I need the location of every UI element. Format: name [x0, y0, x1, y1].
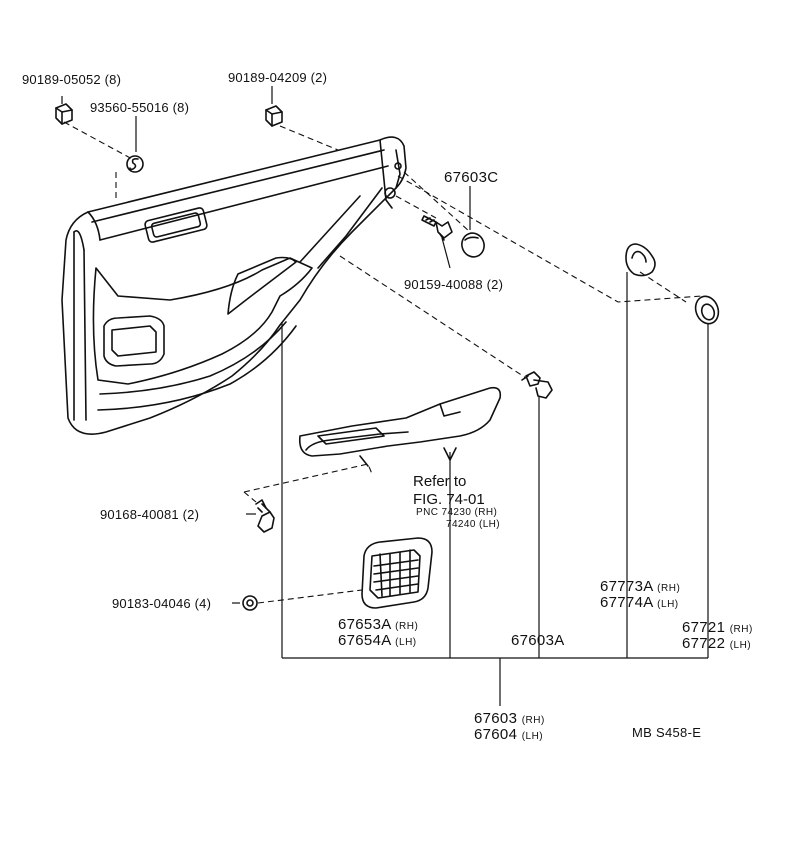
label-67722: 67722 (LH) [682, 635, 752, 652]
reference-line2: FIG. 74-01 [413, 491, 485, 508]
reference-line1: Refer to [413, 473, 467, 490]
reference-pnc-line1: PNC 74230 (RH) [416, 507, 498, 518]
side-rh: (RH) [521, 715, 545, 726]
speaker-pocket-67653a [361, 537, 433, 609]
label-93560-55016: 93560-55016 (8) [90, 100, 190, 115]
label-67654a: 67654A (LH) [338, 632, 417, 649]
label-67774a: 67774A (LH) [600, 594, 679, 611]
label-67604: 67604 (LH) [474, 726, 544, 743]
label-67721: 67721 (RH) [682, 619, 753, 636]
solid-leaders [61, 86, 709, 706]
seal-67721-icon [694, 295, 720, 325]
nut-90183-04046-icon [242, 595, 258, 611]
label-67603c: 67603C [444, 169, 499, 186]
armrest-74230-74240 [298, 386, 502, 467]
label-90168-40081: 90168-40081 (2) [100, 507, 200, 522]
side-rh: (RH) [395, 621, 419, 632]
washer-93560-55016-icon [126, 155, 144, 173]
door-trim-panel [61, 136, 407, 435]
reference-pnc-line2: 74240 (LH) [446, 519, 501, 530]
diagram-code: MB S458-E [632, 725, 702, 740]
dashed-leaders [63, 121, 703, 604]
label-90189-04209: 90189-04209 (2) [228, 70, 328, 85]
label-67653a: 67653A (RH) [338, 616, 419, 633]
side-lh: (LH) [729, 640, 752, 651]
side-rh: (RH) [729, 624, 753, 635]
screw-90159-40088-icon [421, 215, 453, 241]
cap-67603c-icon [461, 232, 485, 258]
side-rh: (RH) [657, 583, 681, 594]
side-lh: (LH) [657, 599, 679, 610]
side-lh: (LH) [521, 731, 544, 742]
screw-90168-40081-icon [255, 499, 275, 533]
clip-67603a-icon [521, 371, 553, 399]
label-90189-05052: 90189-05052 (8) [22, 72, 122, 87]
screw-90189-05052-icon [55, 103, 73, 125]
seal-67773a-icon [625, 243, 656, 277]
label-67603a: 67603A [511, 632, 565, 649]
label-90159-40088: 90159-40088 (2) [404, 277, 504, 292]
screw-90189-04209-icon [265, 105, 283, 127]
label-67773a: 67773A (RH) [600, 578, 681, 595]
label-67603: 67603 (RH) [474, 710, 545, 727]
side-lh: (LH) [395, 637, 417, 648]
label-90183-04046: 90183-04046 (4) [112, 596, 212, 611]
